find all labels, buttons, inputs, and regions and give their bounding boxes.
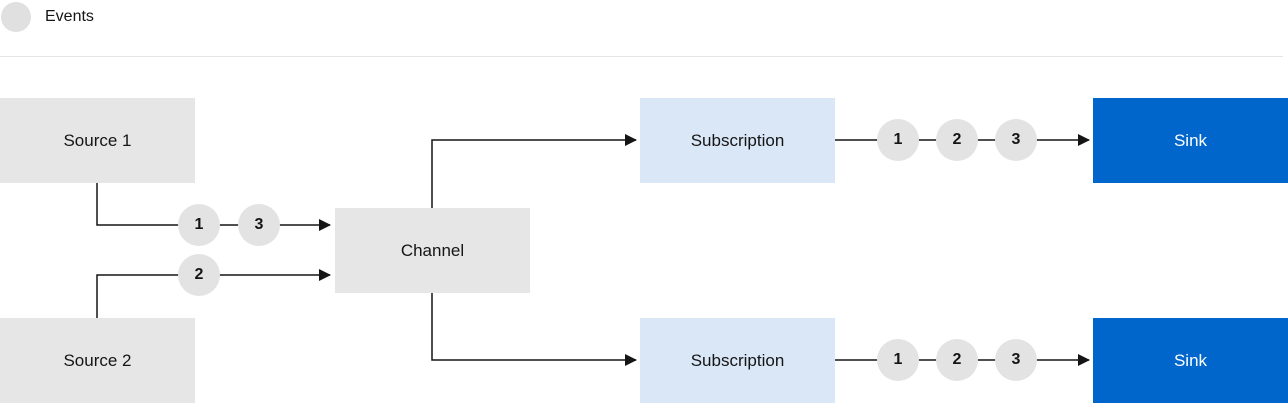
event-circle: 1 [877,119,919,161]
legend-divider [0,56,1283,57]
source-2-box: Source 2 [0,318,195,403]
connector-channel-subscription-bottom [431,293,637,366]
legend-label: Events [45,8,94,25]
channel-box: Channel [335,208,530,293]
event-circle: 1 [877,339,919,381]
source-1-box: Source 1 [0,98,195,183]
event-circle: 3 [995,119,1037,161]
subscription-bottom-box: Subscription [640,318,835,403]
event-circle: 1 [178,204,220,246]
connector-channel-subscription-top [431,134,637,208]
event-circle: 2 [936,119,978,161]
sink-top-box: Sink [1093,98,1288,183]
legend: Events [0,0,94,34]
event-circle: 3 [995,339,1037,381]
event-circle: 2 [178,254,220,296]
event-circle-icon [1,2,31,32]
event-circle: 3 [238,204,280,246]
subscription-top-box: Subscription [640,98,835,183]
connector-source2-channel [96,269,331,318]
sink-bottom-box: Sink [1093,318,1288,403]
event-circle: 2 [936,339,978,381]
